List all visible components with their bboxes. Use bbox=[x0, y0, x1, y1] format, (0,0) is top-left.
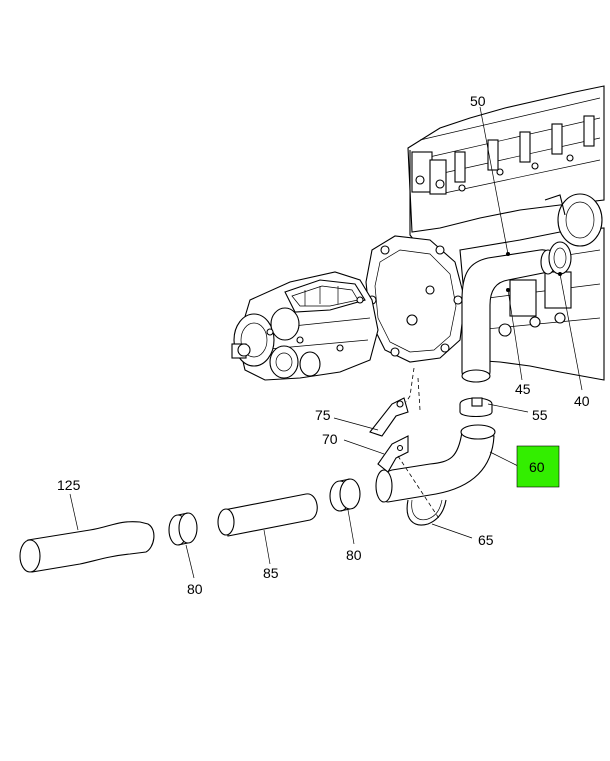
part-65-strap bbox=[397, 455, 447, 526]
part-125-tail-pipe bbox=[19, 521, 155, 573]
part-70-hanger bbox=[377, 435, 409, 473]
part-55-clamp bbox=[459, 397, 493, 418]
callout-80-right[interactable]: 80 bbox=[346, 547, 362, 563]
callout-55[interactable]: 55 bbox=[532, 407, 548, 423]
alignment-line bbox=[417, 377, 421, 411]
callout-60[interactable]: 60 bbox=[529, 459, 545, 475]
part-50-exhaust-elbow bbox=[461, 249, 556, 383]
part-40-clamp-ring bbox=[548, 241, 572, 275]
part-80-clamp-left bbox=[168, 512, 198, 546]
callout-65[interactable]: 65 bbox=[478, 532, 494, 548]
callout-75[interactable]: 75 bbox=[315, 407, 331, 423]
callout-50[interactable]: 50 bbox=[470, 93, 486, 109]
callout-80-left[interactable]: 80 bbox=[187, 581, 203, 597]
part-75-bracket bbox=[369, 397, 409, 437]
part-80-clamp-right bbox=[329, 478, 361, 512]
part-60-exhaust-elbow bbox=[375, 424, 496, 503]
callout-60-highlight[interactable] bbox=[516, 445, 560, 488]
callout-70[interactable]: 70 bbox=[322, 431, 338, 447]
callout-40[interactable]: 40 bbox=[574, 393, 590, 409]
leader-lines bbox=[69, 106, 583, 579]
flywheel-housing bbox=[365, 235, 466, 363]
callout-45[interactable]: 45 bbox=[515, 381, 531, 397]
part-85-straight-pipe bbox=[217, 493, 318, 537]
callout-85[interactable]: 85 bbox=[263, 565, 279, 581]
transmission bbox=[231, 271, 379, 381]
alignment-line bbox=[405, 367, 415, 403]
callout-125[interactable]: 125 bbox=[57, 477, 81, 493]
